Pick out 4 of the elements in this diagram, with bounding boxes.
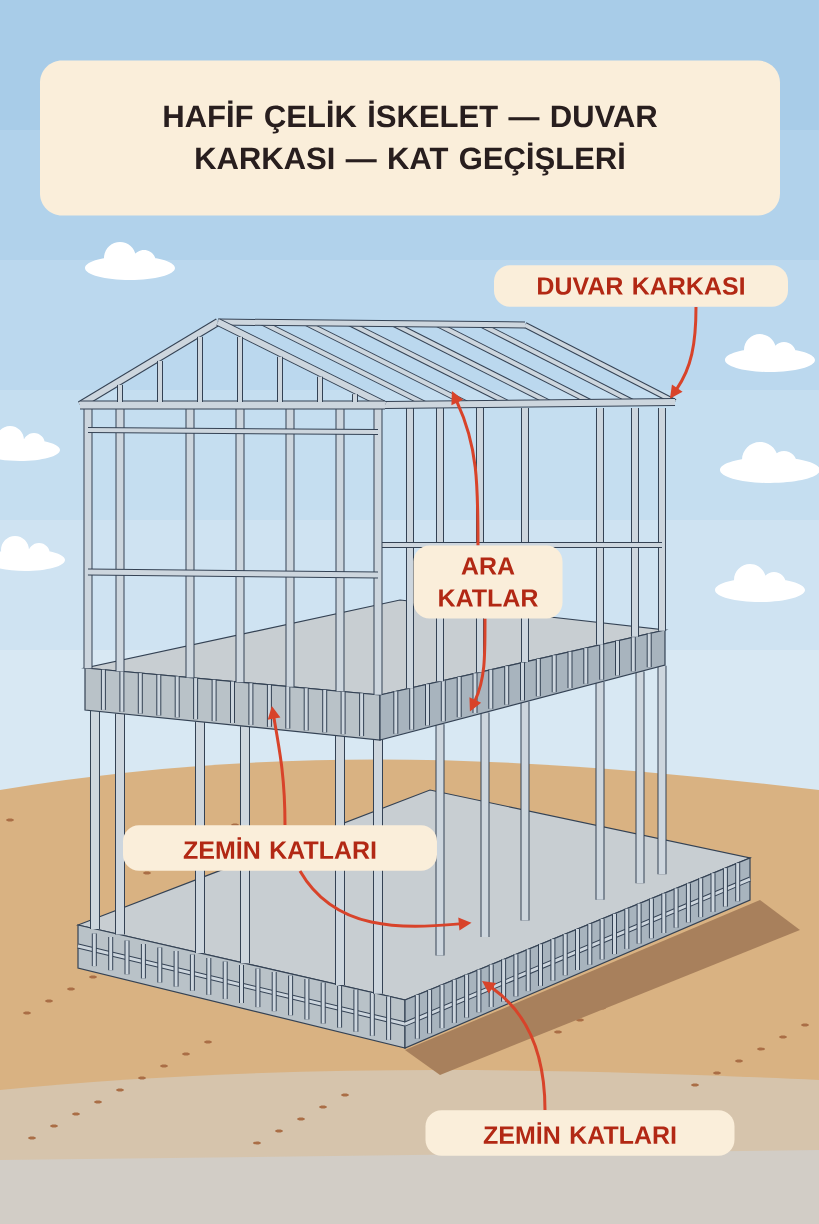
callout-label: ZEMİN KATLARI — [425, 1110, 735, 1156]
title-banner: HAFİF ÇELİK İSKELET — DUVAR KARKASI — KAT GEÇİŞLERİ — [40, 60, 780, 216]
wall-frame-drawing — [77, 318, 677, 695]
callout-label: DUVAR KARKASI — [494, 265, 788, 307]
